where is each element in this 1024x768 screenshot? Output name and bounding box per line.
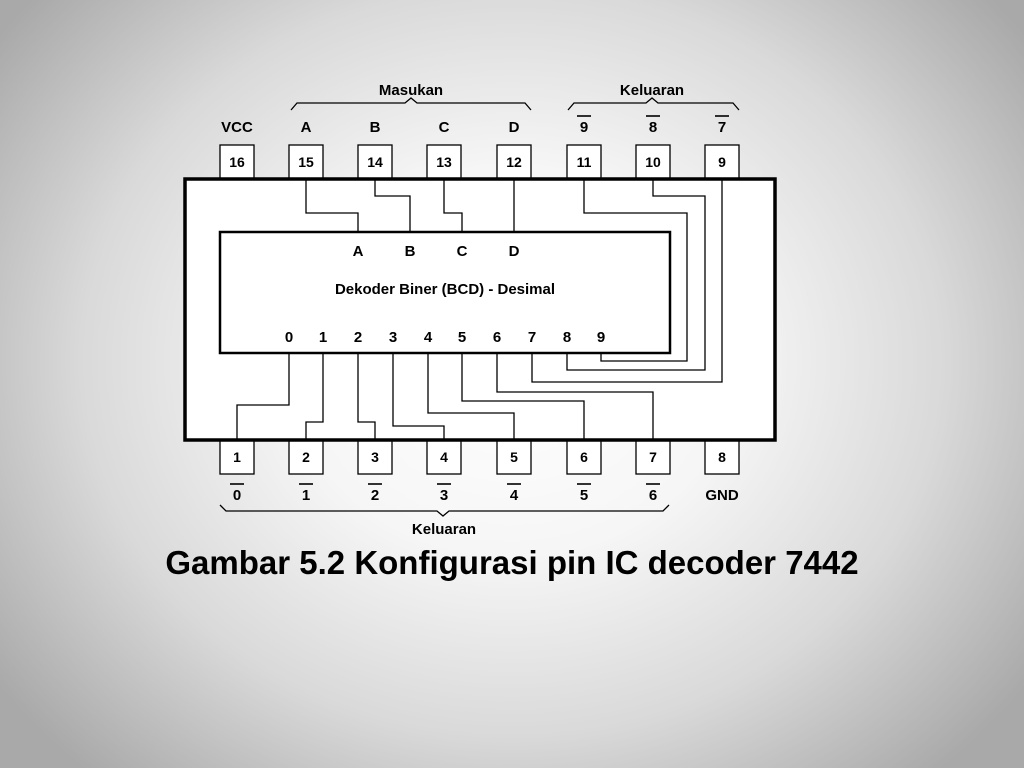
bottom-pin-number: 4 [440,449,448,465]
bottom-pin-row: 1 2 3 4 5 6 7 8 [219,439,740,475]
decoder-output-label: 7 [528,329,536,346]
decoder-output-label: 8 [563,329,571,346]
bottom-signal-label: 5 [580,487,588,504]
wire-out6-pin7 [496,353,654,440]
bottom-signal-labels: 0 1 2 3 4 5 6 GND [230,483,739,504]
bottom-pin-number: 1 [233,449,241,465]
decoder-output-label: 0 [285,329,293,346]
keluaran-top-brace [567,97,740,111]
keluaran-bottom-label: Keluaran [412,521,476,538]
bottom-pin-number: 7 [649,449,657,465]
decoder-output-label: 3 [389,329,397,346]
decoder-input-label: D [509,243,520,260]
top-pin-number: 13 [436,154,452,170]
top-pin-number: 14 [367,154,383,170]
bottom-signal-label: 6 [649,487,657,504]
decoder-output-labels: 0 1 2 3 4 5 6 7 8 9 [285,329,605,346]
top-signal-label: D [509,119,520,136]
decoder-output-label: 6 [493,329,501,346]
wire-out5-pin6 [461,353,585,440]
top-pin-number: 10 [645,154,661,170]
wire-pin15-a [305,179,359,232]
top-pin-box [288,144,324,180]
top-pin-number: 16 [229,154,245,170]
bottom-pin-box [426,439,462,475]
figure-caption: Gambar 5.2 Konfigurasi pin IC decoder 74… [165,544,859,581]
bottom-signal-label: GND [705,487,739,504]
bottom-signal-label: 1 [302,487,310,504]
top-pin-box [219,144,255,180]
decoder-output-label: 4 [424,329,433,346]
wire-pin13-c [443,179,463,232]
top-signal-label: 9 [580,119,588,136]
wire-out2-pin3 [357,353,376,440]
wire-pin10-out8 [566,179,706,371]
bottom-signal-label: 2 [371,487,379,504]
bottom-pin-number: 8 [718,449,726,465]
wire-pin14-b [374,179,411,232]
masukan-label: Masukan [379,82,443,99]
wire-pin11-out9 [583,179,688,362]
bottom-pin-number: 3 [371,449,379,465]
wire-out1-pin2 [305,353,324,440]
top-signal-label: C [439,119,450,136]
decoder-input-label: B [405,243,416,260]
decoder-output-label: 1 [319,329,327,346]
bottom-pin-box [219,439,255,475]
decoder-input-label: C [457,243,468,260]
decoder-input-labels: A B C D [353,243,520,260]
top-pin-number: 11 [577,154,592,170]
top-pin-box [704,144,740,180]
keluaran-bottom-brace [219,504,670,517]
bottom-pin-number: 2 [302,449,310,465]
top-pin-number: 12 [506,154,522,170]
bottom-pin-box [635,439,671,475]
decoder-output-label: 2 [354,329,362,346]
top-signal-labels: VCC A B C D 9 8 7 [221,115,729,136]
top-pin-number: 9 [718,154,726,170]
bottom-pin-number: 5 [510,449,518,465]
top-signal-label: B [370,119,381,136]
bottom-pin-box [357,439,393,475]
decoder-input-label: A [353,243,364,260]
top-pin-row: 16 15 14 13 12 11 10 9 [219,144,740,180]
masukan-brace [290,97,532,111]
decoder-title: Dekoder Biner (BCD) - Desimal [335,281,555,298]
wire-out0-pin1 [236,353,290,440]
top-signal-label: A [301,119,312,136]
top-pin-number: 15 [298,154,314,170]
decoder-output-label: 9 [597,329,605,346]
bottom-pin-number: 6 [580,449,588,465]
top-signal-label: 7 [718,119,726,136]
wire-out4-pin5 [427,353,515,440]
bottom-signal-label: 0 [233,487,241,504]
top-signal-label: VCC [221,119,253,136]
decoder-output-label: 5 [458,329,466,346]
bottom-signal-label: 3 [440,487,448,504]
wire-out3-pin4 [392,353,445,440]
top-pin-box [635,144,671,180]
bottom-signal-label: 4 [510,487,519,504]
top-pin-box [357,144,393,180]
wire-pin9-out7 [531,179,723,383]
top-signal-label: 8 [649,119,657,136]
keluaran-top-label: Keluaran [620,82,684,99]
decoder-block [218,230,672,355]
bottom-pin-box [496,439,532,475]
internal-wiring [236,179,723,440]
bottom-pin-box [704,439,740,475]
